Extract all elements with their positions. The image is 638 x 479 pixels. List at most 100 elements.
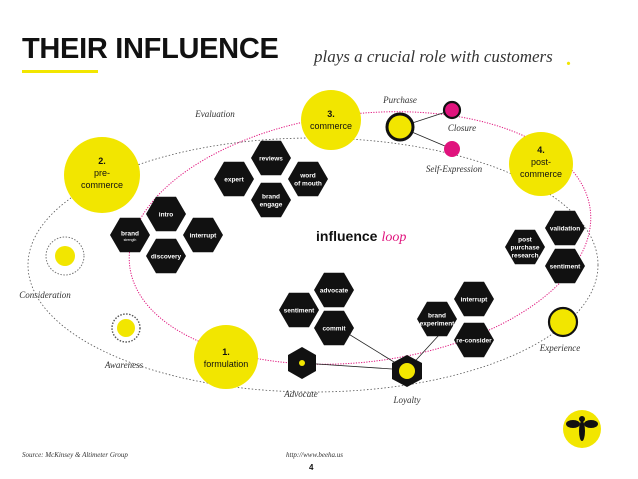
- hex-shape: [146, 238, 186, 274]
- hex-label: brand: [428, 313, 446, 320]
- stage-2-circle: [64, 137, 140, 213]
- experience-node-core: [557, 316, 569, 328]
- hex-label: sentiment: [284, 308, 316, 315]
- title-accent-dot: .: [566, 48, 571, 70]
- hex-interrupt-left: interrupt: [183, 217, 223, 253]
- loop-word: loop: [381, 230, 406, 245]
- self-expression-node-icon: [444, 141, 460, 157]
- page-title: THEIR INFLUENCE: [22, 33, 279, 65]
- hex-shape: [545, 248, 585, 284]
- hex-label: discovery: [151, 254, 182, 261]
- hex-sublabel: strength: [124, 238, 137, 242]
- page-subtitle: plays a crucial role with customers: [314, 47, 553, 66]
- hex-label: experiment: [420, 321, 456, 328]
- hex-label: engage: [260, 202, 283, 209]
- consideration-node-core: [55, 246, 75, 266]
- hex-shape: [251, 182, 291, 218]
- stage-4-circle: [509, 132, 573, 196]
- self-expression-label: Self-Expression: [426, 164, 483, 174]
- loyalty-label: Loyalty: [393, 395, 421, 405]
- hex-label: expert: [224, 177, 244, 184]
- hex-commit: commit: [314, 310, 354, 346]
- hex-label: purchase: [511, 245, 540, 252]
- hex-label: of mouth: [294, 181, 322, 188]
- hex-label: word: [299, 173, 316, 180]
- influence-word: influence: [316, 228, 378, 244]
- footer-url[interactable]: http://www.beeha.us: [286, 451, 344, 459]
- hex-shape: [314, 272, 354, 308]
- hex-label: brand: [262, 194, 280, 201]
- hex-advocate: advocate: [314, 272, 354, 308]
- experience-label: Experience: [539, 343, 580, 353]
- awareness-label: Awareness: [104, 360, 144, 370]
- stage-labels: 1. formulation 2. pre- commerce 3. comme…: [81, 109, 562, 369]
- stage-4-number: 4.: [537, 145, 545, 155]
- hex-interrupt-bottom: interrupt: [454, 281, 494, 317]
- hex-validation: validation: [545, 210, 585, 246]
- consideration-label: Consideration: [19, 290, 71, 300]
- stage-3-circle: [301, 90, 361, 150]
- advocate-label: Advocate: [283, 389, 317, 399]
- closure-label: Closure: [448, 123, 476, 133]
- stage-4-label-line1: post-: [531, 157, 551, 167]
- hex-reconsider: re-consider: [454, 322, 494, 358]
- page-number: 4: [309, 463, 314, 472]
- hex-label: interrupt: [461, 297, 489, 304]
- hex-shape: [251, 140, 291, 176]
- source-citation: Source: McKinsey & Altimeter Group: [22, 451, 128, 459]
- hex-label: intro: [159, 212, 173, 219]
- bee-logo: [563, 410, 601, 448]
- stage-1-label: formulation: [204, 359, 249, 369]
- stage-3-label: commerce: [310, 121, 352, 131]
- purchase-node-icon: [385, 112, 415, 142]
- hex-shape: [288, 161, 328, 197]
- stage-2-label-line2: commerce: [81, 180, 123, 190]
- hex-shape: [314, 310, 354, 346]
- hex-reviews: reviews: [251, 140, 291, 176]
- awareness-node-core: [117, 319, 135, 337]
- hex-shape: [417, 301, 457, 337]
- hex-intro: intro: [146, 196, 186, 232]
- hex-shape: [214, 161, 254, 197]
- hex-label: reviews: [259, 156, 283, 163]
- hex-label: validation: [550, 226, 580, 233]
- hex-shape: [279, 292, 319, 328]
- hex-label: commit: [322, 326, 346, 333]
- advocate-node-core: [299, 360, 305, 366]
- hex-shape: [505, 229, 545, 265]
- touchpoint-nodes: [45, 100, 579, 387]
- closure-node-icon: [442, 100, 462, 120]
- outer-journey-ellipse: [27, 137, 599, 393]
- hex-label: advocate: [320, 288, 349, 295]
- purchase-label: Purchase: [382, 95, 417, 105]
- touchpoint-labels: Evaluation Purchase Closure Self-Express…: [19, 95, 580, 405]
- stage-1-number: 1.: [222, 347, 230, 357]
- title-underline: [22, 70, 98, 73]
- stage-2-label-line1: pre-: [94, 168, 110, 178]
- hex-label: post: [518, 237, 533, 244]
- stage-circles: [64, 90, 573, 389]
- stage-4-label-line2: commerce: [520, 169, 562, 179]
- stage-3-number: 3.: [327, 109, 335, 119]
- influence-loop-ellipse: [128, 111, 592, 365]
- hex-label: re-consider: [456, 338, 492, 345]
- stage-1-circle: [194, 325, 258, 389]
- hex-label: brand: [121, 231, 139, 238]
- stage-2-number: 2.: [98, 156, 106, 166]
- hex-shape: [110, 217, 150, 253]
- hex-label: research: [511, 253, 538, 260]
- hex-shape: [146, 196, 186, 232]
- loyalty-node-core: [399, 363, 415, 379]
- hex-expert: expert: [214, 161, 254, 197]
- hex-sentiment-right: sentiment: [545, 248, 585, 284]
- hex-shape: [545, 210, 585, 246]
- hex-label: sentiment: [550, 264, 582, 271]
